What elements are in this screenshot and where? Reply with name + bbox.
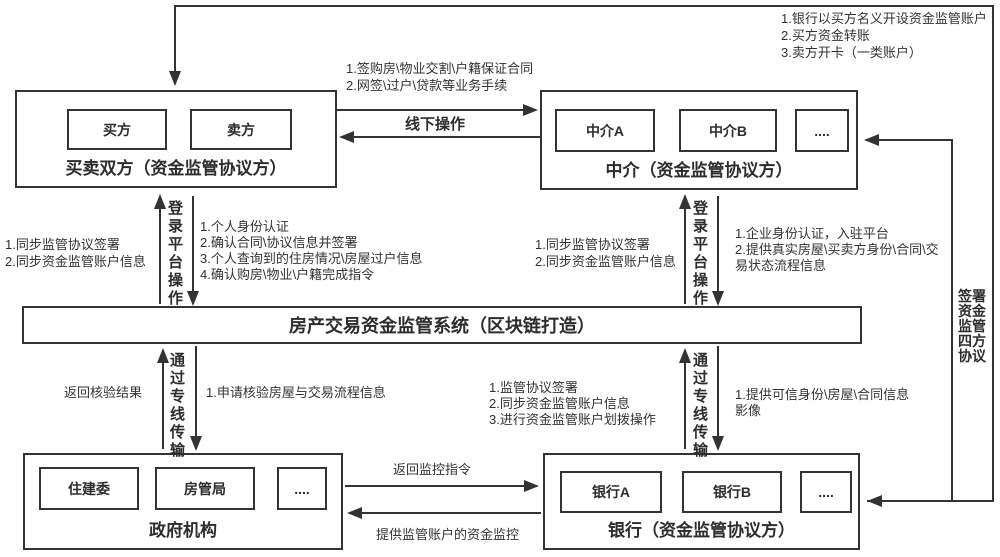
node-buyer-seller: 买方 卖方 买卖双方（资金监管协议方） (15, 90, 337, 188)
label-login-platform-left: 登录平台操作 (166, 200, 183, 308)
note-buyer-platform: 1.个人身份认证 2.确认合同\协议信息并签署 3.个人查询到的住房情况\房屋过… (200, 219, 423, 282)
note-verify-request: 1.申请核验房屋与交易流程信息 (206, 385, 386, 400)
node-supervision-system: 房产交易资金监管系统（区块链打造） (22, 306, 862, 344)
label-dedicated-line-left: 通过专线传输 (168, 352, 185, 460)
chip-bank-more: .... (800, 471, 852, 513)
note-bank-sync: 1.监管协议签署 2.同步资金监管账户信息 3.进行资金监管账户划拨操作 (489, 380, 656, 427)
node-government: 住建委 房管局 .... 政府机构 (23, 453, 343, 550)
label-dedicated-line-right: 通过专线传输 (691, 352, 708, 460)
label-login-platform-right: 登录平台操作 (691, 200, 708, 308)
note-bank-provide: 1.提供可信身份\房屋\合同信息 影像 (735, 387, 910, 418)
chip-seller: 卖方 (190, 109, 292, 150)
chip-buyer: 买方 (67, 109, 167, 150)
chip-agency-more: .... (795, 109, 849, 152)
note-monitor-return: 返回监控指令 (393, 462, 472, 477)
note-account-setup: 1.银行以买方名义开设资金监管账户 2.买方资金转账 3.卖方开卡（一类账户） (781, 11, 987, 60)
node-bank: 银行A 银行B .... 银行（资金监管协议方） (543, 453, 860, 550)
buyer-seller-title: 买卖双方（资金监管协议方） (65, 159, 287, 178)
note-verify-result: 返回核验结果 (64, 385, 143, 400)
chip-bank-b: 银行B (682, 471, 782, 513)
note-offline-items: 1.签购房\物业交割\户籍保证合同 2.网签\过户\贷款等业务手续 (346, 61, 534, 93)
chip-housing-committee: 住建委 (39, 467, 139, 510)
chip-housing-bureau: 房管局 (155, 467, 255, 510)
chip-government-more: .... (277, 467, 327, 510)
chip-bank-a: 银行A (560, 471, 662, 513)
system-title: 房产交易资金监管系统（区块链打造） (289, 316, 595, 336)
node-agency: 中介A 中介B .... 中介（资金监管协议方） (540, 90, 858, 190)
note-buyer-sync: 1.同步监管协议签署 2.同步资金监管账户信息 (5, 237, 146, 269)
agency-title: 中介（资金监管协议方） (605, 161, 793, 180)
chip-agency-b: 中介B (679, 109, 777, 152)
label-four-party-agreement: 签署 资金 监管 四方 协议 (958, 288, 986, 364)
label-offline-operation: 线下操作 (404, 116, 465, 133)
note-monitor-provide: 提供监管账户的资金监控 (376, 527, 520, 542)
wire-four-party-to-agency (864, 134, 953, 501)
bank-title: 银行（资金监管协议方） (608, 521, 795, 540)
chip-agency-a: 中介A (555, 109, 655, 152)
government-title: 政府机构 (149, 521, 217, 540)
note-agency-sync: 1.同步监管协议签署 2.同步资金监管账户信息 (535, 237, 676, 269)
note-agency-platform: 1.企业身份认证，入驻平台 2.提供真实房屋\买卖方身份\合同\交 易状态流程信… (735, 226, 939, 273)
